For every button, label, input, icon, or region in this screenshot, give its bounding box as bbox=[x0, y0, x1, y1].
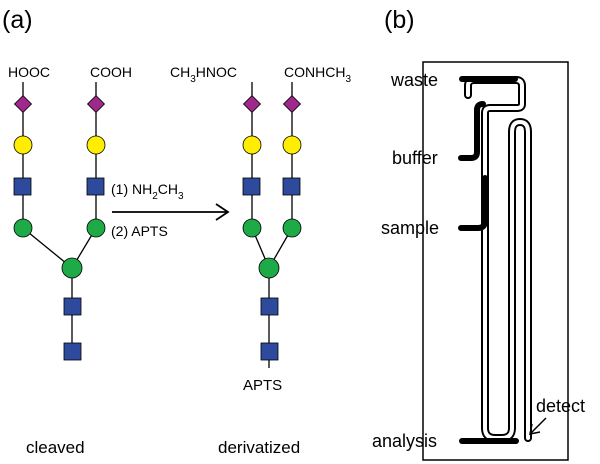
mannose-circle bbox=[242, 218, 262, 238]
mannose-circle bbox=[282, 218, 302, 238]
analysis-label: analysis bbox=[372, 431, 437, 451]
detect-arrow bbox=[529, 417, 547, 435]
mannose-core-circle bbox=[61, 257, 83, 279]
glcnac-square bbox=[282, 177, 301, 196]
panel-a-label: (a) bbox=[2, 6, 33, 34]
galactose-circle bbox=[282, 135, 302, 155]
panel-a: (a) HOOC COOH cleaved bbox=[2, 6, 351, 457]
galactose-circle bbox=[86, 135, 106, 155]
sample-label: sample bbox=[381, 218, 439, 238]
galactose-circle bbox=[13, 135, 33, 155]
glcnac-square bbox=[63, 297, 82, 316]
sialic-acid-diamond bbox=[13, 94, 33, 114]
channel-inner bbox=[466, 78, 530, 440]
derivatized-left-group: CH3HNOC bbox=[170, 64, 237, 85]
cleaved-caption: cleaved bbox=[26, 438, 85, 457]
glcnac-square bbox=[63, 342, 82, 361]
mannose-circle bbox=[86, 218, 106, 238]
sample-lead bbox=[458, 175, 488, 231]
reaction-step-2: (2) APTS bbox=[111, 223, 168, 239]
cleaved-glycan: HOOC COOH cleaved bbox=[8, 64, 132, 457]
buffer-lead bbox=[458, 101, 486, 161]
glcnac-square bbox=[86, 177, 105, 196]
cleaved-left-group: HOOC bbox=[8, 64, 50, 80]
mannose-circle bbox=[13, 218, 33, 238]
cleaved-bonds bbox=[22, 82, 97, 352]
panel-b: (b) waste buffer sample analysis detect bbox=[372, 6, 585, 461]
reaction-step-1: (1) NH2CH3 bbox=[111, 181, 184, 202]
arrow-head bbox=[215, 203, 230, 221]
glcnac-square bbox=[242, 177, 261, 196]
glcnac-square bbox=[13, 177, 32, 196]
panel-b-label: (b) bbox=[384, 6, 415, 34]
derivatized-right-group: CONHCH3 bbox=[284, 64, 351, 85]
waste-label: waste bbox=[390, 70, 438, 90]
sialic-acid-diamond bbox=[282, 94, 302, 114]
reaction-arrow: (1) NH2CH3 (2) APTS bbox=[111, 181, 230, 239]
derivatized-glycan: CH3HNOC CONHCH3 APTS derivatized bbox=[170, 64, 351, 457]
buffer-label: buffer bbox=[392, 148, 438, 168]
sialic-acid-diamond bbox=[86, 94, 106, 114]
glcnac-square bbox=[260, 342, 279, 361]
mannose-core-circle bbox=[258, 257, 280, 279]
chip-outline bbox=[422, 61, 569, 461]
cleaved-right-group: COOH bbox=[90, 64, 132, 80]
sialic-acid-diamond bbox=[242, 94, 262, 114]
reservoir-leads bbox=[458, 76, 519, 444]
derivatized-caption: derivatized bbox=[218, 438, 300, 457]
microchannel bbox=[464, 76, 532, 442]
glcnac-square bbox=[260, 297, 279, 316]
detect-label: detect bbox=[536, 396, 585, 416]
reducing-end-label: APTS bbox=[243, 377, 282, 394]
galactose-circle bbox=[242, 135, 262, 155]
